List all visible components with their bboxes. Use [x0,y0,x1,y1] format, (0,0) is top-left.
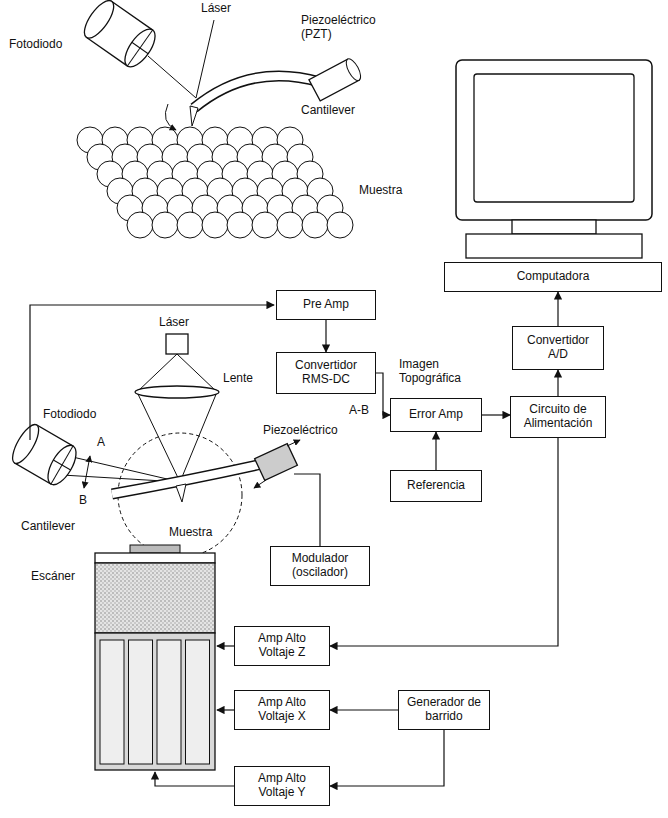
process-box: Modulador (oscilador) [270,546,370,586]
part-label: B [78,494,88,508]
laser-source [166,334,188,354]
box-label: Modulador (oscilador) [275,552,365,580]
box-label: Generador de barrido [403,696,485,724]
signal-connector [376,373,390,415]
process-box: Amp Alto Voltaje Y [234,766,330,806]
signal-connector [330,730,444,786]
signal-connector [330,709,398,710]
part-label: Piezoeléctrico [262,424,339,438]
sample-atoms [77,127,353,238]
signal-connector [557,292,558,326]
process-box: Error Amp [390,398,482,432]
sample [130,545,180,553]
signal-connector [435,432,436,470]
process-box: Amp Alto Voltaje X [234,690,330,730]
part-label: Piezoeléctrico (PZT) [300,14,392,42]
scanner [95,553,215,770]
process-box: Referencia [390,470,482,502]
process-box: Pre Amp [276,290,376,320]
lens [135,386,219,398]
box-label: Error Amp [409,408,463,422]
part-label: Fotodiodo [8,38,63,52]
part-label: A-B [348,404,370,418]
signal-connector [325,320,326,352]
part-label: Cantilever [300,104,356,118]
part-label: Cantilever [20,520,76,534]
box-label: Convertidor RMS-DC [281,359,371,387]
computer-monitor [456,60,652,258]
laser-beam [196,20,214,98]
part-label: Escáner [30,570,76,584]
box-label: Amp Alto Voltaje X [239,696,325,724]
part-label: Lente [222,372,254,386]
photodiode-top [79,0,161,72]
part-label: Láser [200,2,232,16]
ab-arrow [84,456,90,488]
piezo [255,444,298,481]
box-label: Computadora [517,270,590,284]
signal-connector [482,414,510,415]
process-box: Convertidor A/D [512,326,604,370]
motion-arrow [165,104,176,130]
photodiode [8,421,82,489]
laser-beam [148,56,196,98]
piezo-top [309,57,364,101]
part-label: Fotodiodo [42,408,97,422]
part-label: Imagen Topográfica [398,358,488,386]
part-label: Láser [158,316,190,330]
process-box: Circuito de Alimentación [510,396,606,438]
process-box: Convertidor RMS-DC [276,352,376,394]
part-label: Muestra [168,526,213,540]
box-label: Amp Alto Voltaje Z [239,632,325,660]
box-label: Circuito de Alimentación [515,403,601,431]
box-label: Amp Alto Voltaje Y [239,772,325,800]
box-label: Referencia [407,479,465,493]
process-box: Amp Alto Voltaje Z [234,626,330,666]
process-box: Computadora [444,262,662,292]
part-label: Muestra [358,184,403,198]
signal-connector [557,370,558,396]
box-label: Convertidor A/D [517,334,599,362]
box-label: Pre Amp [303,298,349,312]
process-box: Generador de barrido [398,690,490,730]
signal-connector [330,438,558,646]
cantilever [112,464,262,494]
part-label: A [96,436,106,450]
